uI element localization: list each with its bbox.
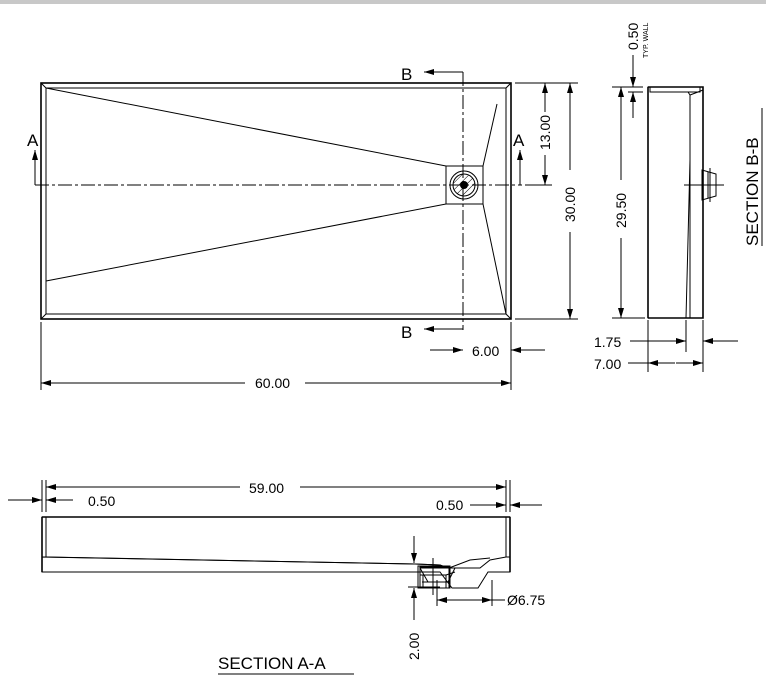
dim-inner-width: 29.50 — [613, 193, 629, 228]
section-a-view: 59.00 0.50 0.50 Ø6.75 2.00 SECTION A-A — [8, 480, 545, 675]
drain-body — [417, 557, 491, 595]
slope-line — [482, 103, 498, 167]
section-b-top-label: B — [401, 65, 412, 84]
section-b-bottom-label: B — [401, 323, 412, 342]
dim-drain-from-top: 13.00 — [537, 115, 553, 150]
dim-wall-left: 0.50 — [88, 493, 115, 509]
wall-note: TYP. WALL — [643, 22, 650, 58]
dim-width: 30.00 — [562, 187, 578, 222]
section-a-right-label: A — [513, 131, 525, 150]
section-b-title: SECTION B-B — [743, 137, 762, 246]
tray-outline — [40, 82, 512, 320]
dim-drain-depth: 2.00 — [406, 633, 422, 660]
dim-length: 60.00 — [255, 375, 290, 391]
slope-line — [45, 87, 447, 167]
plan-view: A A B B 13.00 30.00 6.00 60.00 — [27, 65, 578, 391]
dim-slope-depth: 1.75 — [594, 334, 621, 350]
dim-wall: 0.50 — [625, 23, 641, 50]
section-b-view: 0.50 TYP. WALL 29.50 1.75 7.00 SECTION B… — [594, 22, 763, 372]
drain-boss — [684, 168, 724, 202]
drain-grate-icon — [449, 170, 479, 200]
slope-line — [482, 203, 507, 315]
dim-drain-from-right: 6.00 — [472, 343, 499, 359]
dim-inner-length: 59.00 — [249, 480, 284, 496]
section-a-left-label: A — [27, 131, 39, 150]
section-a-title: SECTION A-A — [218, 654, 326, 673]
top-bar — [0, 0, 766, 4]
dim-wall-right: 0.50 — [436, 497, 463, 513]
dim-drain-diameter: Ø6.75 — [507, 592, 545, 608]
tray-inner — [45, 87, 507, 315]
dim-height: 7.00 — [594, 356, 621, 372]
slope-line — [45, 203, 447, 282]
